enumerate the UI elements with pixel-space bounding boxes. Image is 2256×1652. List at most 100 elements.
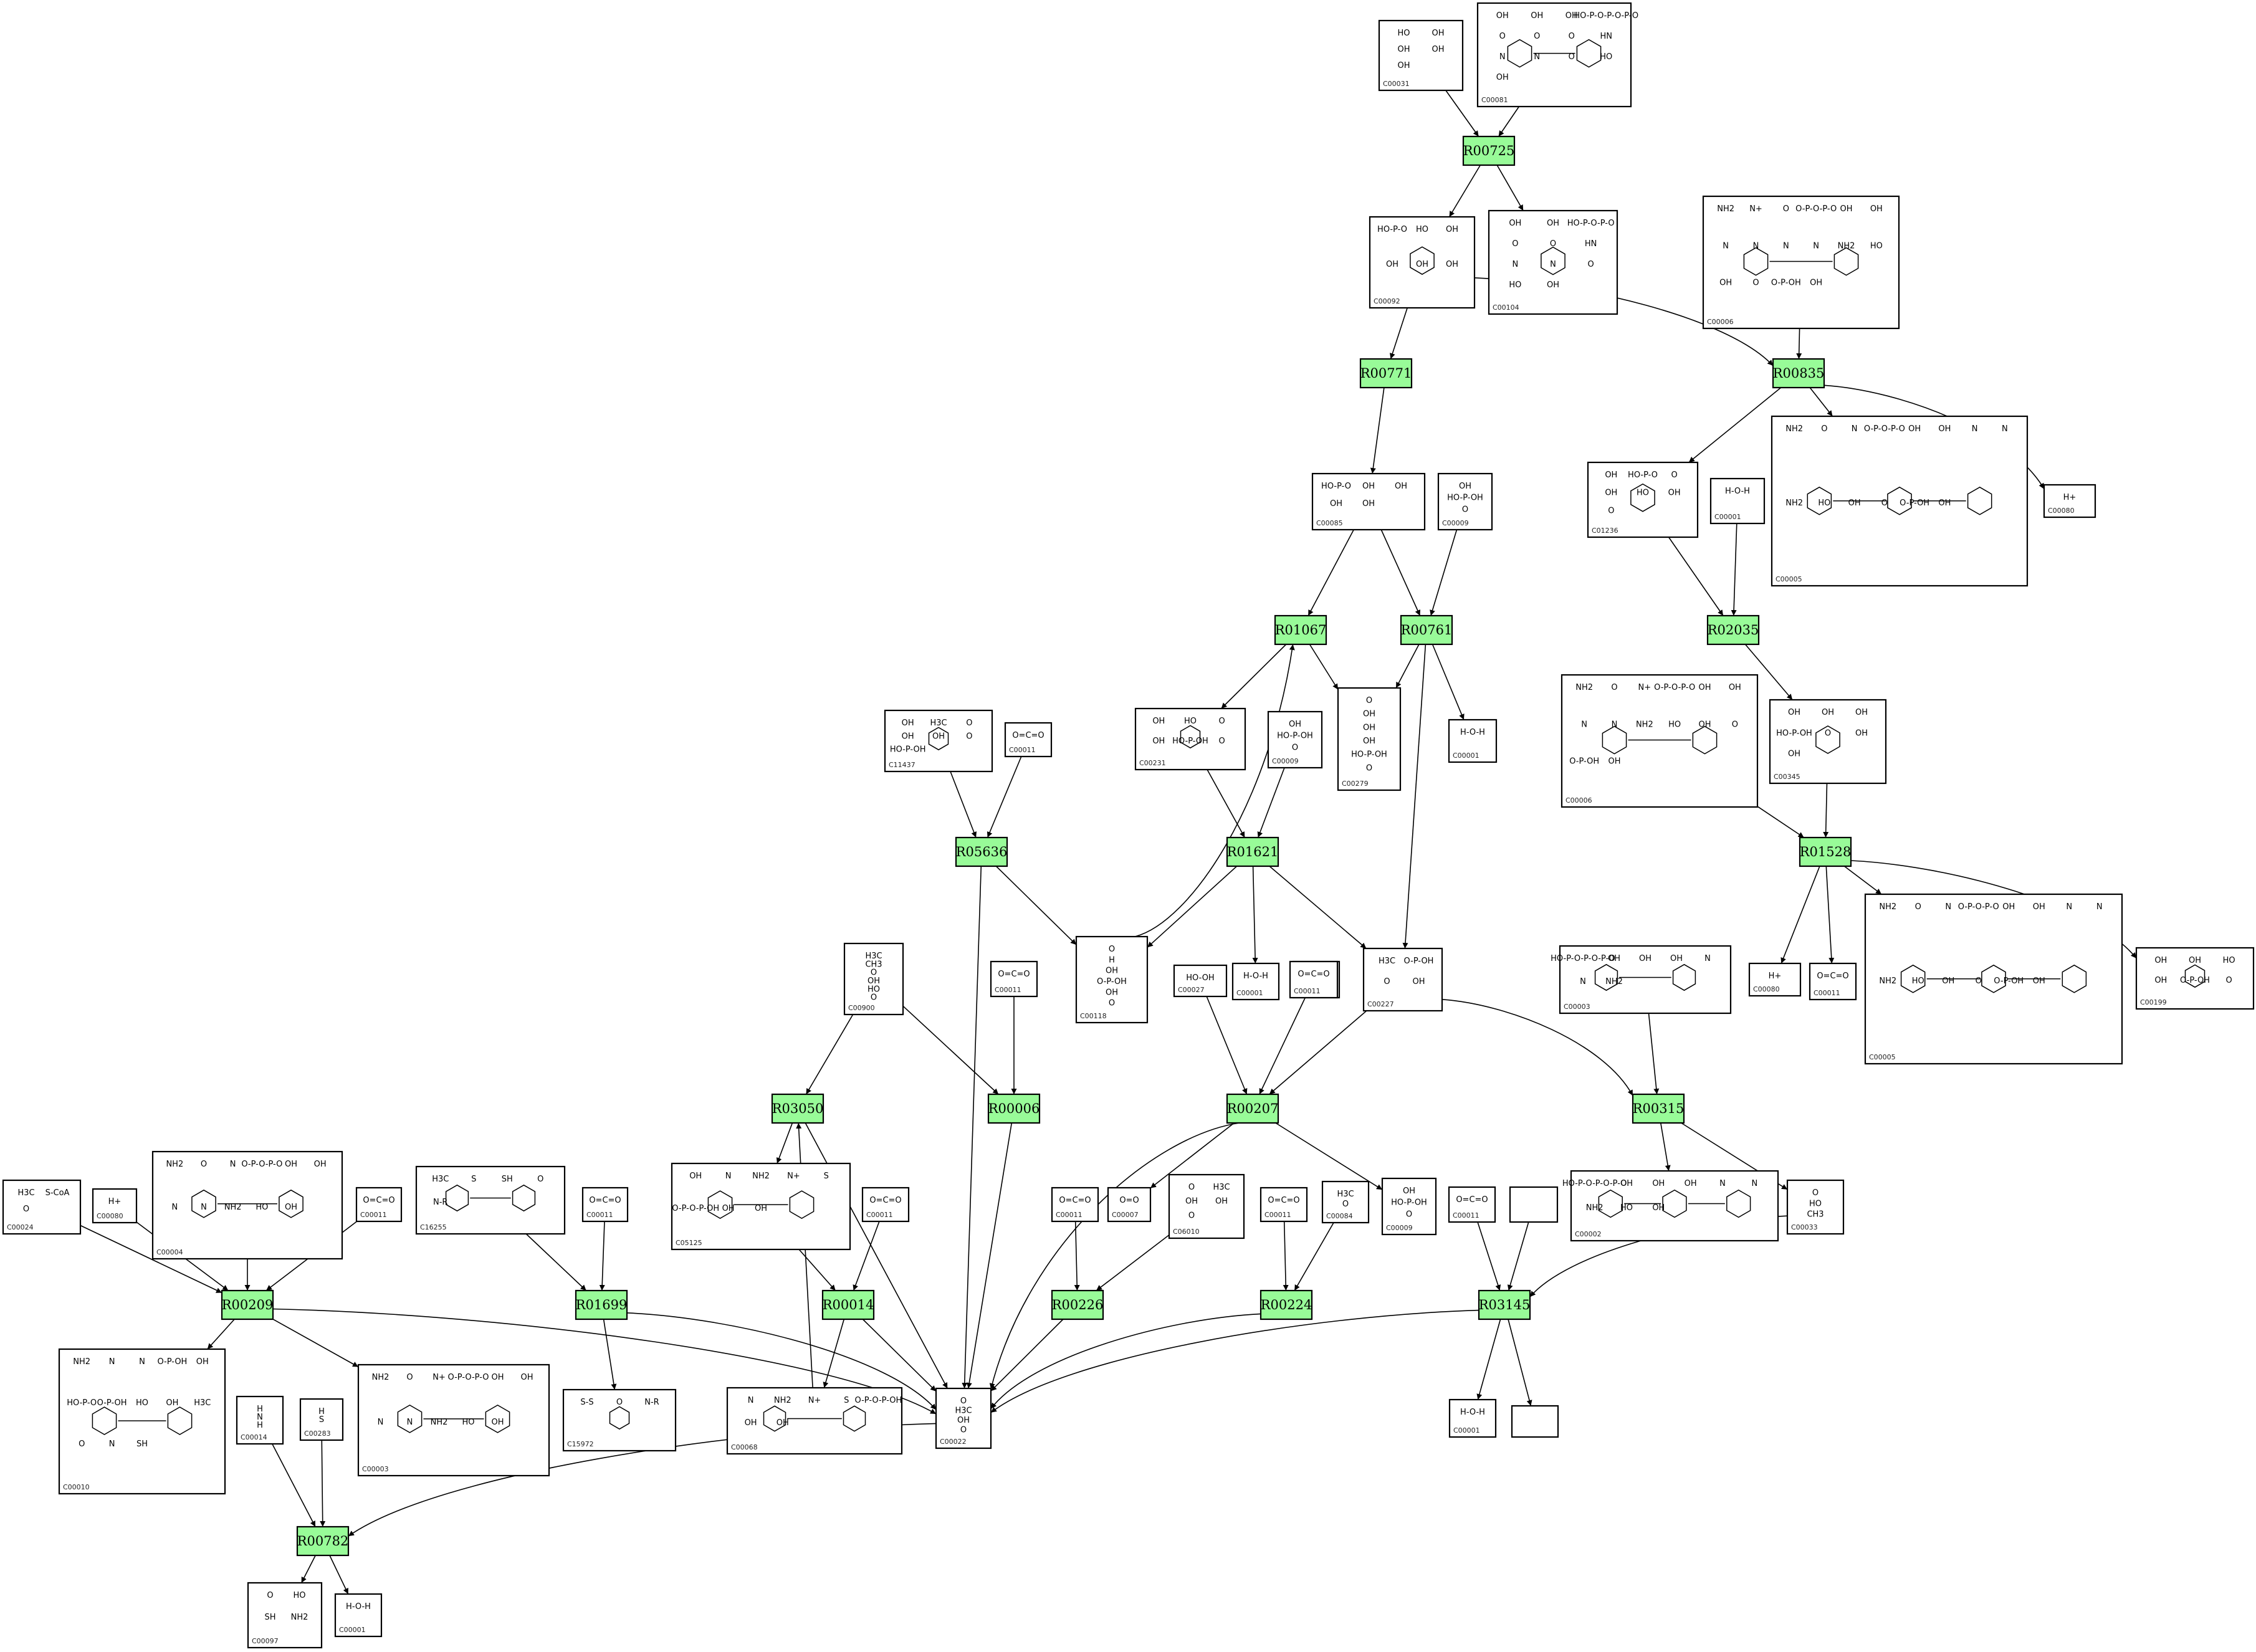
reaction-box[interactable]: [821, 1289, 875, 1320]
reaction-node[interactable]: R00315: [1632, 1093, 1685, 1124]
reaction-box[interactable]: [296, 1525, 350, 1557]
compound-box[interactable]: [1107, 1186, 1152, 1223]
compound-box[interactable]: [843, 942, 904, 1016]
compound-box[interactable]: [1437, 472, 1493, 531]
compound-box[interactable]: [1369, 216, 1476, 309]
compound-box[interactable]: [334, 1593, 383, 1638]
reaction-box[interactable]: [955, 836, 1008, 867]
reaction-box[interactable]: [1706, 614, 1760, 646]
reaction-box[interactable]: [575, 1289, 628, 1320]
compound-box[interactable]: [415, 1165, 566, 1235]
reaction-box[interactable]: [1400, 614, 1453, 646]
compound-box[interactable]: [357, 1363, 550, 1477]
reaction-node[interactable]: R00014: [821, 1289, 875, 1320]
compound-box[interactable]: [671, 1162, 851, 1251]
compound-node[interactable]: H+C00080: [92, 1188, 138, 1224]
reaction-box[interactable]: [1632, 1093, 1685, 1124]
compound-box[interactable]: [1231, 962, 1280, 1001]
compound-box[interactable]: [2043, 484, 2096, 518]
compound-box[interactable]: [1448, 1186, 1496, 1223]
reaction-node[interactable]: R00209: [221, 1289, 274, 1320]
reaction-box[interactable]: [1051, 1289, 1104, 1320]
compound-box[interactable]: [1488, 209, 1618, 315]
compound-box[interactable]: [1381, 1177, 1437, 1236]
reaction-node[interactable]: R00835: [1772, 358, 1825, 389]
compound-box[interactable]: [1511, 1405, 1559, 1438]
compound-box[interactable]: [1289, 960, 1339, 999]
reaction-node[interactable]: R01067: [1274, 614, 1327, 646]
compound-box[interactable]: [1267, 710, 1323, 769]
reaction-node[interactable]: R00771: [1359, 358, 1413, 389]
compound-box[interactable]: [581, 1186, 629, 1223]
compound-box[interactable]: [58, 1348, 226, 1495]
compound-box[interactable]: [1771, 415, 2029, 587]
compound-box[interactable]: [2, 1179, 82, 1235]
reaction-node[interactable]: R00006: [987, 1093, 1041, 1124]
reaction-node[interactable]: R00782: [296, 1525, 350, 1557]
compound-box[interactable]: [861, 1186, 910, 1223]
compound-box[interactable]: [299, 1398, 344, 1441]
compound-box[interactable]: [2135, 947, 2255, 1010]
compound-box[interactable]: [726, 1387, 903, 1455]
reaction-node[interactable]: R03145: [1478, 1289, 1531, 1320]
reaction-node[interactable]: R01621: [1226, 836, 1279, 867]
compound-box[interactable]: [236, 1395, 284, 1445]
compound-box[interactable]: [1337, 687, 1402, 791]
compound-box[interactable]: [1809, 962, 1857, 1001]
compound-box[interactable]: [1168, 1173, 1245, 1239]
compound-box[interactable]: [355, 1186, 403, 1223]
reaction-box[interactable]: [771, 1093, 824, 1124]
reaction-box[interactable]: [221, 1289, 274, 1320]
compound-box[interactable]: [1559, 945, 1732, 1015]
reaction-box[interactable]: [1359, 358, 1413, 389]
reaction-node[interactable]: R01699: [575, 1289, 628, 1320]
compound-box[interactable]: [1448, 719, 1498, 763]
reaction-node[interactable]: R00207: [1226, 1093, 1279, 1124]
compound-box[interactable]: [1259, 1186, 1308, 1223]
compound-box[interactable]: [1748, 962, 1802, 997]
reaction-node[interactable]: R05636: [955, 836, 1008, 867]
compound-box[interactable]: [92, 1188, 138, 1224]
compound-box[interactable]: [1702, 195, 1900, 330]
reaction-box[interactable]: [1226, 1093, 1279, 1124]
compound-box[interactable]: [1134, 707, 1246, 771]
reaction-box[interactable]: [1259, 1289, 1313, 1320]
reaction-box[interactable]: [1478, 1289, 1531, 1320]
compound-box[interactable]: [1561, 674, 1759, 808]
